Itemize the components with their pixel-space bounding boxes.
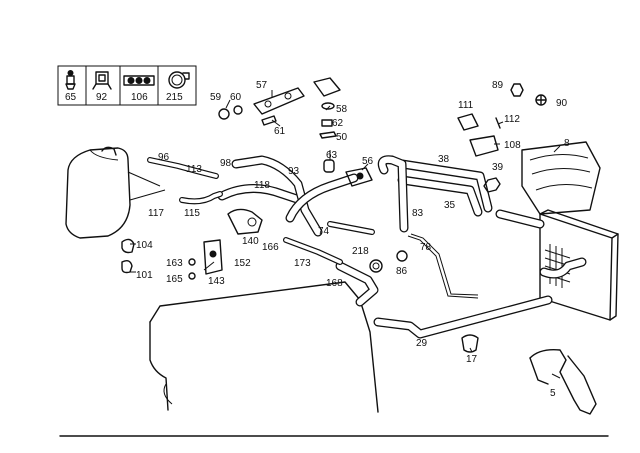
part-label-218: 218 — [352, 246, 369, 257]
heater-core-box — [521, 141, 619, 321]
part-label-90: 90 — [556, 98, 568, 109]
part-label-143: 143 — [208, 276, 225, 287]
part-label-38: 38 — [438, 154, 450, 165]
part-label-140: 140 — [242, 236, 259, 247]
part-label-5: 5 — [550, 388, 556, 399]
part-label-168: 168 — [326, 278, 343, 289]
part-label-8: 8 — [564, 138, 570, 149]
expansion-tank — [65, 146, 166, 239]
part-label-83: 83 — [412, 208, 424, 219]
hardware-parts — [121, 77, 597, 415]
part-label-163: 163 — [166, 258, 183, 269]
part-label-89: 89 — [492, 80, 504, 91]
part-label-50: 50 — [336, 132, 348, 143]
retainer-clip-icon — [92, 71, 112, 90]
part-label-63: 63 — [326, 150, 338, 161]
part-label-60: 60 — [230, 92, 242, 103]
part-label-115: 115 — [184, 208, 200, 219]
part-label-118: 118 — [254, 180, 270, 191]
part-label-173: 173 — [294, 258, 311, 269]
hose-network — [147, 155, 587, 339]
legend-number: 65 — [65, 92, 77, 103]
part-label-17: 17 — [466, 354, 478, 365]
part-label-58: 58 — [336, 104, 348, 115]
leader-lines — [130, 90, 561, 379]
part-label-39: 39 — [492, 162, 504, 173]
part-label-62: 62 — [332, 118, 344, 129]
part-label-56: 56 — [362, 156, 374, 167]
part-label-29: 29 — [416, 338, 428, 349]
part-label-61: 61 — [274, 126, 286, 137]
part-label-117: 117 — [148, 208, 164, 219]
part-label-59: 59 — [210, 92, 222, 103]
part-label-93: 93 — [288, 166, 300, 177]
part-label-78: 78 — [420, 242, 432, 253]
part-label-104: 104 — [136, 240, 153, 251]
part-label-166: 166 — [262, 242, 279, 253]
part-label-165: 165 — [166, 274, 183, 285]
part-label-74: 74 — [318, 226, 330, 237]
part-label-96: 96 — [158, 152, 170, 163]
part-label-113: 113 — [186, 164, 202, 175]
legend-number: 106 — [131, 92, 148, 103]
part-callouts: 5 8 17 29 35 38 39 50 56 57 58 59 60 61 … — [136, 80, 570, 399]
bulb-clip-icon — [65, 70, 76, 90]
part-label-108: 108 — [504, 140, 521, 151]
part-label-112: 112 — [504, 114, 520, 125]
part-label-86: 86 — [396, 266, 408, 277]
part-label-98: 98 — [220, 158, 232, 169]
part-label-35: 35 — [444, 200, 456, 211]
part-label-152: 152 — [234, 258, 251, 269]
hose-clamp-icon — [168, 71, 190, 89]
legend-number: 215 — [166, 92, 183, 103]
multi-clip-icon — [123, 75, 155, 86]
part-label-101: 101 — [136, 270, 153, 281]
part-label-111: 111 — [458, 100, 474, 111]
part-label-57: 57 — [256, 80, 268, 91]
legend-number: 92 — [96, 92, 108, 103]
legend-box: 65 92 106 215 — [57, 65, 197, 106]
engine-block — [149, 281, 379, 413]
